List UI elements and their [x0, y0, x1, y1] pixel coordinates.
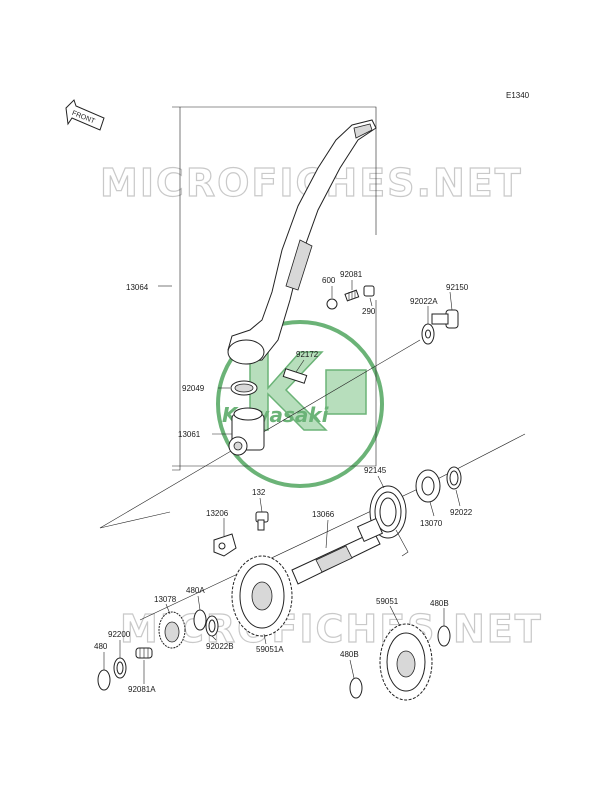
circlip-480B-bottom — [349, 677, 363, 699]
watermark-bottom: MICROFICHES.NET — [120, 607, 543, 651]
label-92172: 92172 — [296, 350, 319, 359]
label-132: 132 — [252, 488, 266, 497]
spring-92081A — [135, 647, 153, 659]
leader-lines — [103, 280, 461, 684]
circlip-480A — [193, 609, 207, 631]
kick-pedal-arm — [227, 119, 377, 365]
bolt-92150 — [431, 309, 459, 329]
label-480A: 480A — [186, 586, 205, 595]
boss-13061 — [228, 407, 265, 456]
label-13078: 13078 — [154, 595, 177, 604]
gear-59051A — [231, 555, 293, 637]
label-13206: 13206 — [206, 509, 229, 518]
pin-92172 — [282, 368, 308, 384]
label-480: 480 — [94, 642, 108, 651]
label-13064: 13064 — [126, 283, 149, 292]
label-13066: 13066 — [312, 510, 335, 519]
label-290: 290 — [362, 307, 376, 316]
label-13070: 13070 — [420, 519, 443, 528]
assembly-bracket — [172, 106, 377, 471]
label-92022B: 92022B — [206, 642, 234, 651]
spring-92081 — [344, 289, 360, 302]
washer-92022A — [421, 323, 435, 345]
circlip-480B-top — [437, 625, 451, 647]
label-92145: 92145 — [364, 466, 387, 475]
circlip-480 — [97, 669, 111, 691]
kick-shaft-13066 — [291, 517, 384, 585]
label-59051: 59051 — [376, 597, 399, 606]
guide-13206 — [213, 533, 237, 557]
bolt-132 — [255, 511, 269, 531]
diagram-code: E1340 — [506, 91, 530, 100]
washer-92200 — [113, 657, 127, 679]
front-arrow-icon: FRONT — [65, 99, 105, 131]
label-92049: 92049 — [182, 384, 205, 393]
label-59051A: 59051A — [256, 645, 284, 654]
washer-92022 — [446, 466, 462, 490]
gear-59051 — [379, 623, 433, 701]
label-92022: 92022 — [450, 508, 473, 517]
label-92022A: 92022A — [410, 297, 438, 306]
label-92150: 92150 — [446, 283, 469, 292]
label-92200: 92200 — [108, 630, 131, 639]
collar-13070 — [415, 469, 441, 503]
ratchet-13078 — [158, 611, 186, 649]
label-480B-bottom: 480B — [340, 650, 359, 659]
label-92081A: 92081A — [128, 685, 156, 694]
label-13061: 13061 — [178, 430, 201, 439]
ball-600 — [326, 298, 338, 310]
washer-92022B — [205, 615, 219, 637]
ring-92049 — [230, 380, 258, 396]
label-600: 600 — [322, 276, 336, 285]
label-92081: 92081 — [340, 270, 363, 279]
label-480B-top: 480B — [430, 599, 449, 608]
plug-290 — [363, 285, 375, 297]
